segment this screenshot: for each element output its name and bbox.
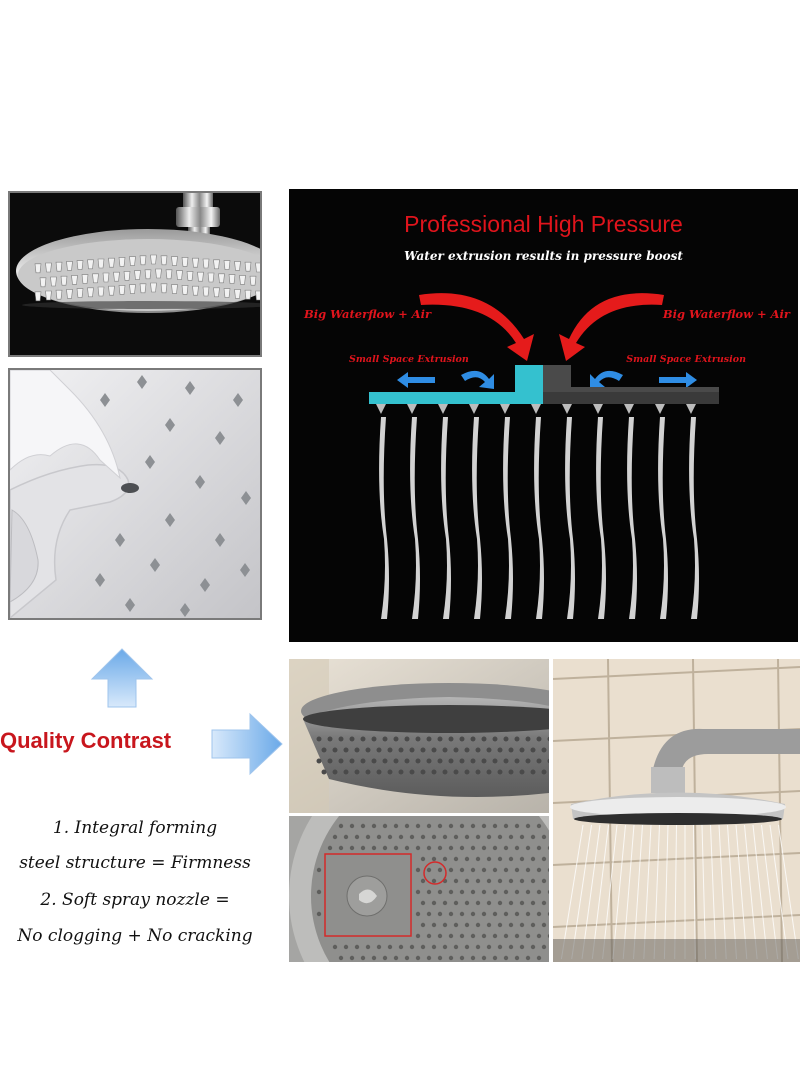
flow-arrow-left <box>419 293 534 361</box>
extrusion-label-right: Small Space Extrusion <box>626 354 746 365</box>
plastic-shower-head-photo <box>289 659 549 813</box>
quality-contrast-title: Quality Contrast <box>0 728 172 753</box>
soft-nozzle-photo <box>8 368 262 620</box>
diagram-subtitle: Water extrusion results in pressure boos… <box>404 249 683 263</box>
shower-head-illustration <box>10 193 260 355</box>
flow-arrow-right <box>559 293 664 361</box>
tiled-wall-shower-photo <box>553 659 800 962</box>
flow-label-right: Big Waterflow + Air <box>662 307 790 321</box>
right-arrow-icon <box>210 712 284 780</box>
feature-line-3: 2. Soft spray nozzle = <box>40 890 230 910</box>
feature-line-2: steel structure = Firmness <box>19 853 251 873</box>
blue-arrow-3 <box>590 370 623 389</box>
nozzle-closeup-photo <box>289 816 549 962</box>
feature-line-1: 1. Integral forming <box>52 818 218 838</box>
blue-arrow-1 <box>397 372 435 388</box>
blue-arrow-2 <box>461 370 494 389</box>
blue-arrow-4 <box>659 372 697 388</box>
stainless-shower-head-photo <box>8 191 262 357</box>
pressure-diagram: Professional High Pressure Water extrusi… <box>289 189 798 642</box>
diagram-title: Professional High Pressure <box>404 211 683 237</box>
finger-on-nozzle-illustration <box>10 370 260 618</box>
pressure-cross-section <box>369 293 719 619</box>
flow-label-left: Big Waterflow + Air <box>304 307 432 321</box>
highlight-circle <box>423 861 447 885</box>
up-arrow-icon <box>90 647 154 713</box>
extrusion-label-left: Small Space Extrusion <box>349 354 469 365</box>
feature-line-4: No clogging + No cracking <box>17 926 253 946</box>
highlight-box <box>324 853 412 937</box>
